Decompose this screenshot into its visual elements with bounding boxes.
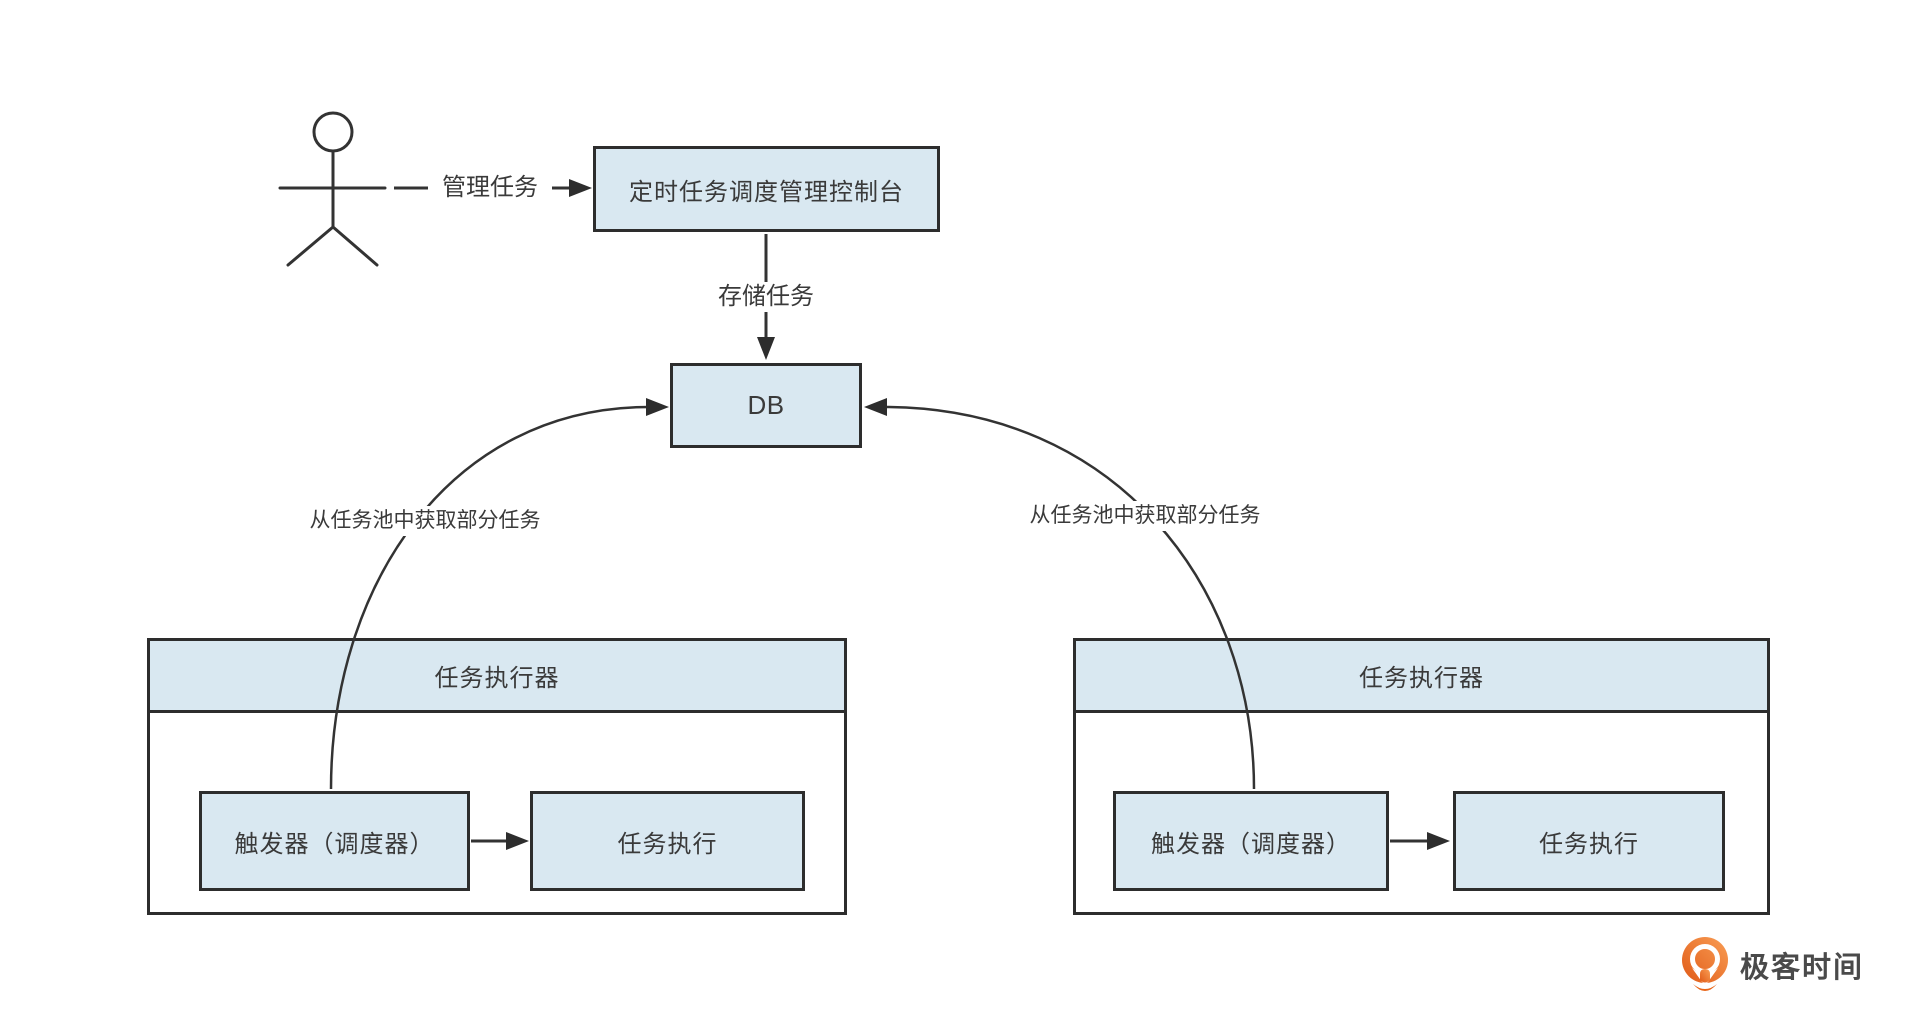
geektime-logo: 极客时间	[1680, 936, 1864, 994]
db-node: DB	[670, 363, 862, 448]
executor-right-title: 任务执行器	[1076, 641, 1767, 713]
actor-head	[312, 111, 354, 153]
fetch-edge-left-label: 从任务池中获取部分任务	[283, 506, 567, 536]
geektime-logo-icon	[1682, 937, 1728, 991]
actor-leg-left	[286, 225, 335, 267]
fetch-edge-right-arrowhead	[864, 398, 887, 416]
actor-stick-figure	[278, 111, 387, 267]
executor-left-title: 任务执行器	[150, 641, 844, 713]
fetch-edge-right-label: 从任务池中获取部分任务	[1003, 501, 1287, 531]
exec-node-right: 任务执行	[1453, 791, 1725, 891]
actor-leg-right	[331, 225, 379, 267]
trigger-node-left: 触发器（调度器）	[199, 791, 470, 891]
fetch-edge-left-arrowhead	[646, 398, 669, 416]
exec-node-left: 任务执行	[530, 791, 805, 891]
store-edge-arrowhead	[757, 337, 775, 360]
geektime-logo-text: 极客时间	[1740, 952, 1865, 984]
console-node: 定时任务调度管理控制台	[593, 146, 940, 232]
manage-edge-arrowhead	[569, 179, 592, 197]
store-edge-label: 存储任务	[704, 282, 828, 312]
manage-edge-label: 管理任务	[428, 173, 552, 203]
trigger-node-right: 触发器（调度器）	[1113, 791, 1389, 891]
